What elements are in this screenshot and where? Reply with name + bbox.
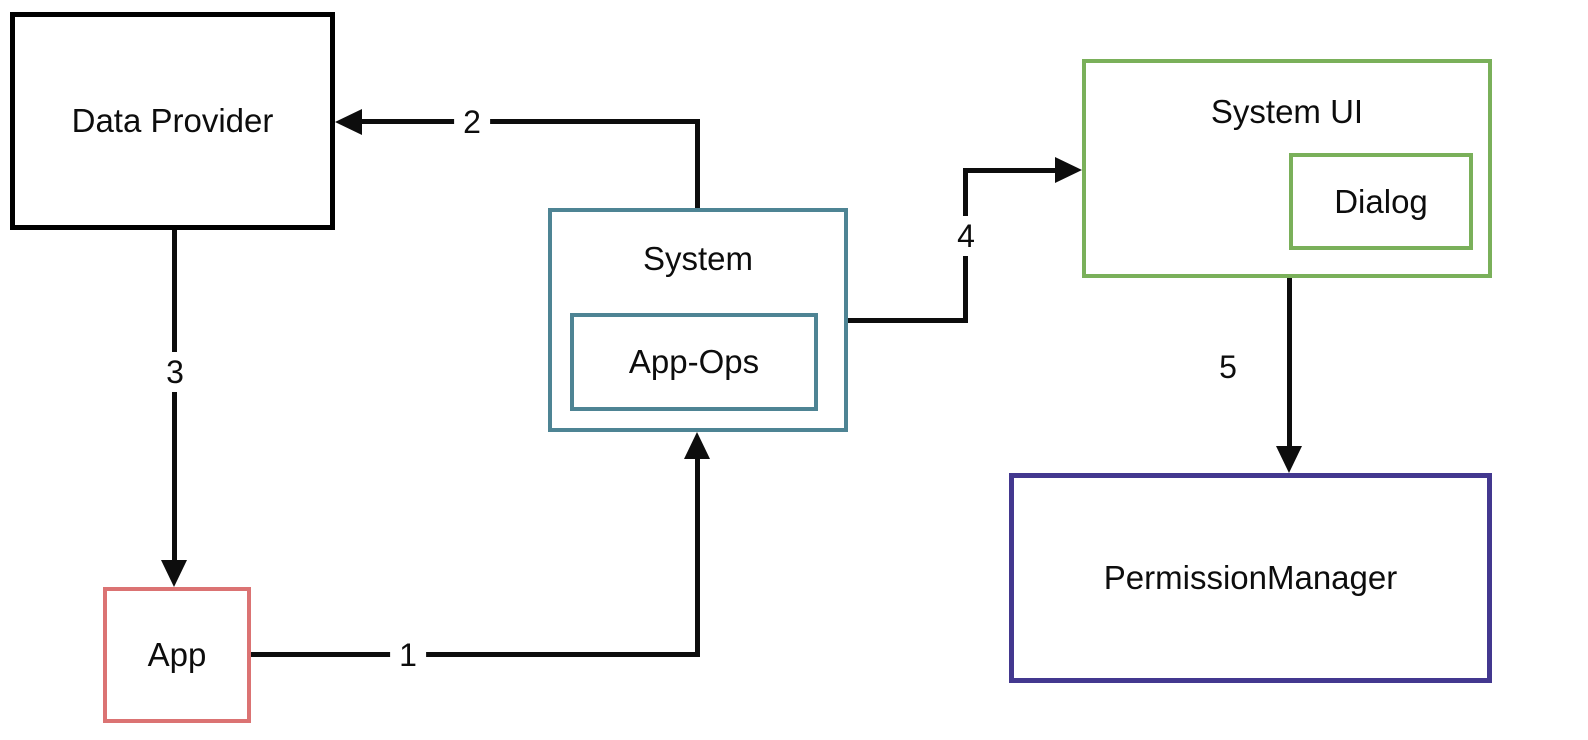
node-app-ops-label: App-Ops [628, 343, 760, 380]
node-data-provider: Data Provider [10, 12, 335, 230]
node-permission-manager-label: PermissionManager [1103, 559, 1398, 596]
edge-4-label: 4 [948, 216, 984, 256]
node-system-ui-label: System UI [1210, 93, 1364, 130]
edge-3-label: 3 [157, 352, 193, 392]
node-permission-manager: PermissionManager [1009, 473, 1492, 683]
edge-5-arrowhead-icon [1276, 446, 1302, 473]
node-app-ops: App-Ops [570, 313, 818, 411]
edge-2-label: 2 [454, 102, 490, 142]
edge-1-label: 1 [390, 635, 426, 675]
node-dialog-label: Dialog [1334, 182, 1428, 220]
edge-5-segment-vertical [1287, 278, 1292, 451]
edge-4-arrowhead-icon [1055, 157, 1082, 183]
edge-1-arrowhead-icon [684, 432, 710, 459]
node-system-label: System [642, 240, 754, 277]
node-app: App [103, 587, 251, 723]
edge-2-arrowhead-icon [335, 109, 362, 135]
edge-4-segment-horizontal-lower [848, 318, 967, 323]
node-data-provider-label: Data Provider [71, 102, 274, 139]
edge-1-segment-vertical [695, 455, 700, 657]
edge-2-segment-horizontal [358, 119, 700, 124]
edge-1-segment-horizontal [251, 652, 700, 657]
node-dialog: Dialog [1289, 153, 1473, 250]
edge-5-label: 5 [1210, 347, 1246, 387]
node-system: System App-Ops [548, 208, 848, 432]
node-system-ui: System UI Dialog [1082, 59, 1492, 278]
edge-2-segment-vertical [695, 119, 700, 212]
edge-3-arrowhead-icon [161, 560, 187, 587]
edge-3-segment-vertical [172, 230, 177, 565]
edge-4-segment-horizontal-upper [963, 168, 1060, 173]
node-app-label: App [147, 636, 207, 673]
